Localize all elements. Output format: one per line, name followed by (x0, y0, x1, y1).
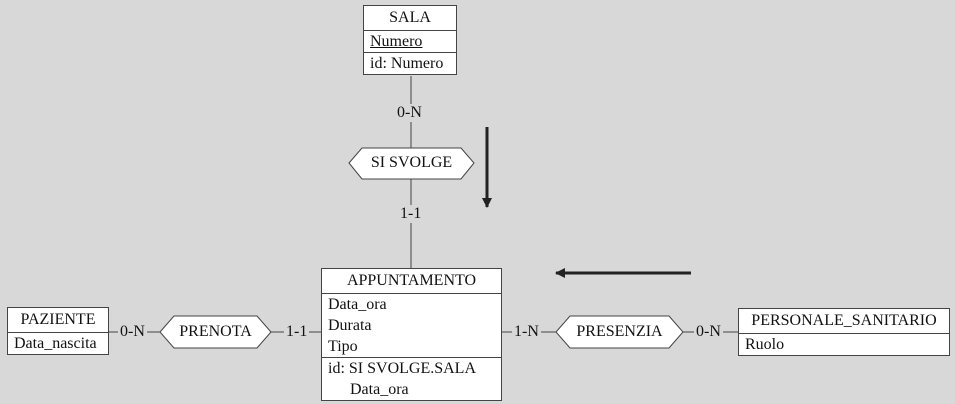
attribute-tipo: Tipo (328, 338, 358, 355)
entity-personale-sanitario: PERSONALE_SANITARIO Ruolo (738, 308, 950, 356)
attribute-numero: Numero (370, 33, 423, 50)
cardinality-sala-si-svolge: 0-N (395, 104, 424, 122)
entity-appuntamento-attributes: Data_ora Durata Tipo (322, 294, 501, 358)
cardinality-appuntamento-presenzia: 1-N (512, 323, 541, 341)
attribute-durata: Durata (328, 317, 372, 334)
relationship-si-svolge-shape (348, 147, 475, 180)
relationship-presenzia-shape (555, 315, 684, 349)
entity-paziente-name: PAZIENTE (8, 308, 108, 333)
cardinality-appuntamento-si-svolge: 1-1 (398, 205, 424, 223)
entity-sala-attributes: Numero (364, 31, 456, 53)
relationship-prenota-label: PRENOTA (179, 323, 252, 340)
cardinality-paziente-prenota: 0-N (118, 323, 147, 341)
entity-appuntamento-name: APPUNTAMENTO (322, 269, 501, 294)
entity-appuntamento: APPUNTAMENTO Data_ora Durata Tipo id: SI… (321, 268, 502, 401)
entity-appuntamento-identifier: id: SI SVOLGE.SALA Data_ora (322, 358, 501, 400)
relationship-si-svolge-label: SI SVOLGE (370, 154, 453, 171)
attribute-data-ora: Data_ora (328, 296, 387, 313)
identifier-numero: id: Numero (370, 55, 444, 72)
entity-personale-sanitario-name: PERSONALE_SANITARIO (739, 309, 949, 334)
identifier-line-2: Data_ora (350, 381, 409, 398)
attribute-ruolo: Ruolo (745, 336, 785, 353)
relationship-presenzia-label: PRESENZIA (576, 323, 663, 340)
entity-paziente-attributes: Data_nascita (8, 333, 108, 354)
cardinality-appuntamento-prenota: 1-1 (284, 323, 310, 341)
cardinality-personale-presenzia: 0-N (694, 323, 723, 341)
attribute-data-nascita: Data_nascita (14, 335, 97, 352)
entity-sala: SALA Numero id: Numero (363, 5, 457, 75)
entity-personale-sanitario-attributes: Ruolo (739, 334, 949, 355)
entity-paziente: PAZIENTE Data_nascita (7, 307, 109, 355)
entity-sala-name: SALA (364, 6, 456, 31)
entity-sala-identifier: id: Numero (364, 53, 456, 74)
relationship-prenota-shape (159, 315, 272, 349)
identifier-line-1: id: SI SVOLGE.SALA (328, 360, 477, 377)
